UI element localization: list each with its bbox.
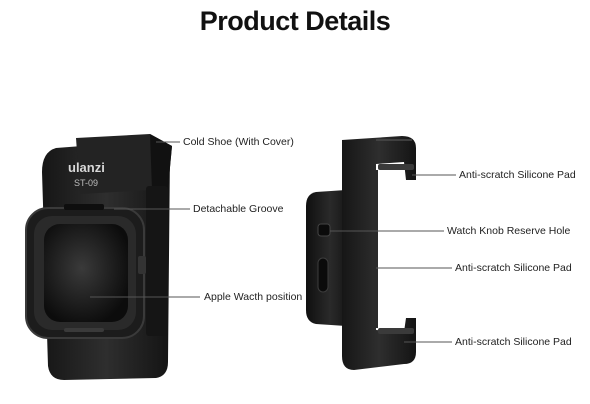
left-product-front-view (25, 134, 172, 380)
left-leader-lines (90, 141, 200, 298)
callout-knob-hole: Watch Knob Reserve Hole (447, 225, 571, 237)
callout-pad-top: Anti-scratch Silicone Pad (459, 169, 576, 181)
callout-detachable-groove: Detachable Groove (193, 203, 284, 215)
callout-watch-position: Apple Wacth position (204, 291, 303, 303)
right-product-side-view (306, 136, 416, 370)
page-title: Product Details (199, 6, 391, 36)
right-leader-lines (330, 174, 456, 343)
brand-logo: ulanzi (68, 160, 105, 175)
callout-pad-bottom: Anti-scratch Silicone Pad (455, 336, 572, 348)
callout-cold-shoe: Cold Shoe (With Cover) (183, 136, 294, 148)
callout-pad-middle: Anti-scratch Silicone Pad (455, 262, 572, 274)
model-label: ST-09 (74, 178, 98, 188)
